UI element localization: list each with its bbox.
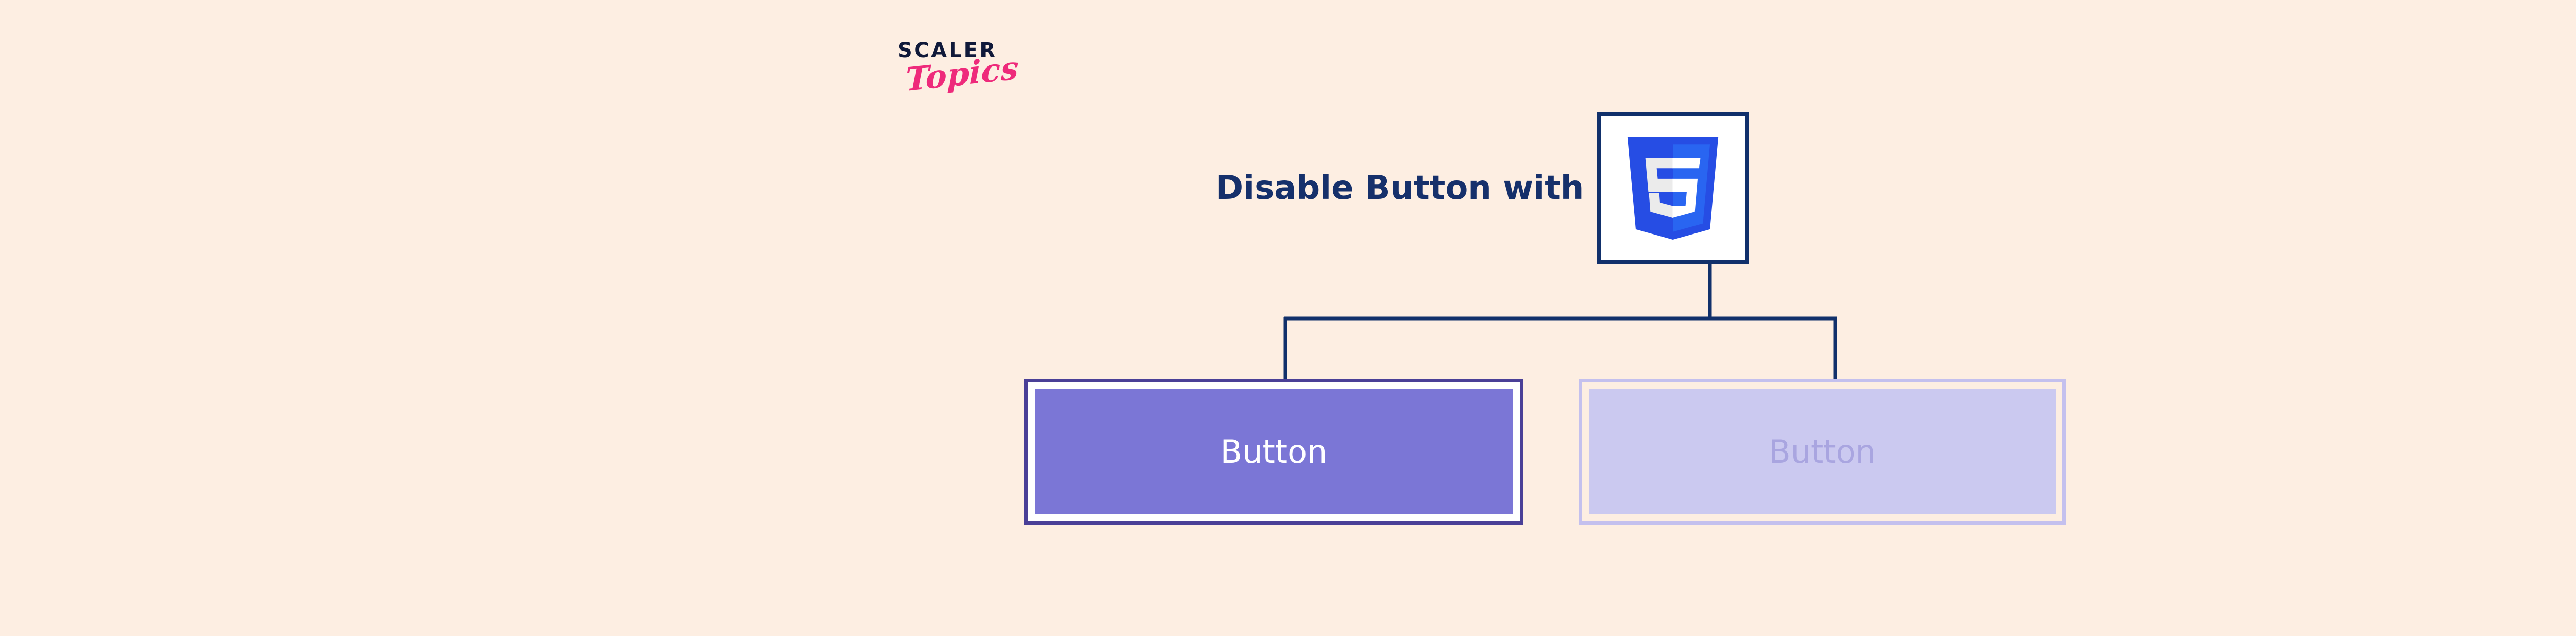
scaler-topics-logo: SCALER Topics xyxy=(897,40,1052,138)
css3-logo-icon xyxy=(1628,137,1719,240)
css3-badge-card xyxy=(1597,112,1749,264)
enabled-button-label: Button xyxy=(1220,432,1328,471)
disabled-button: Button xyxy=(1579,379,2066,525)
enabled-button[interactable]: Button xyxy=(1024,379,1523,525)
disabled-button-label: Button xyxy=(1769,432,1876,471)
logo-scaler-wordmark: SCALER xyxy=(897,39,997,62)
page-title: Disable Button with xyxy=(1216,169,1584,207)
heading-row: Disable Button with xyxy=(1216,112,1749,264)
